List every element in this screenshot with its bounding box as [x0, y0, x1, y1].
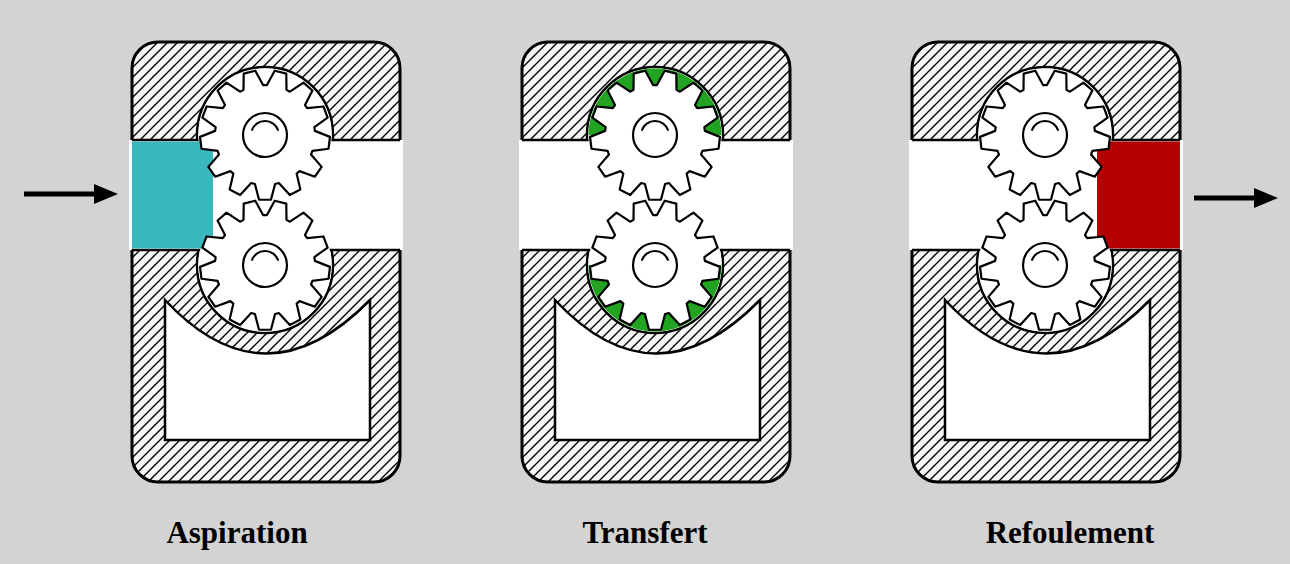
gear-hub: [243, 113, 287, 157]
outlet-arrow: [1194, 188, 1278, 208]
arrow-shaft: [24, 192, 100, 197]
pump-housing: [522, 42, 790, 482]
hub-highlight: [1032, 251, 1059, 261]
cavity-inner: [978, 198, 1111, 331]
pump-housing-group: [519, 42, 793, 482]
gear-hub: [1023, 243, 1067, 287]
caption-label: Transfert: [485, 515, 805, 551]
gear: [590, 201, 720, 330]
cavity-inner: [198, 198, 331, 331]
caption-label: Aspiration: [77, 515, 397, 551]
pump-housing-group: [909, 42, 1183, 482]
hub-highlight: [642, 251, 669, 261]
gear: [200, 201, 330, 330]
gear-hub: [243, 243, 287, 287]
gear-hub: [633, 113, 677, 157]
inlet-arrow: [24, 184, 118, 204]
cavity-inner: [588, 198, 721, 331]
pump-housing-group: [129, 42, 403, 482]
suction-fluid: [132, 142, 213, 249]
gear-hub: [633, 243, 677, 287]
gear: [200, 71, 330, 200]
gear: [980, 201, 1110, 330]
hub-highlight: [252, 251, 279, 261]
hub-highlight: [642, 121, 669, 131]
arrow-head: [1254, 188, 1278, 208]
caption-label: Refoulement: [910, 515, 1230, 551]
gear: [980, 71, 1110, 200]
arrow-head: [94, 184, 118, 204]
hub-highlight: [252, 121, 279, 131]
gear-hub: [1023, 113, 1067, 157]
discharge-fluid: [1097, 142, 1180, 249]
hub-highlight: [1032, 121, 1059, 131]
arrow-shaft: [1194, 196, 1260, 201]
pump-housing: [132, 42, 400, 482]
pump-housing: [912, 42, 1180, 482]
gear: [590, 71, 720, 200]
